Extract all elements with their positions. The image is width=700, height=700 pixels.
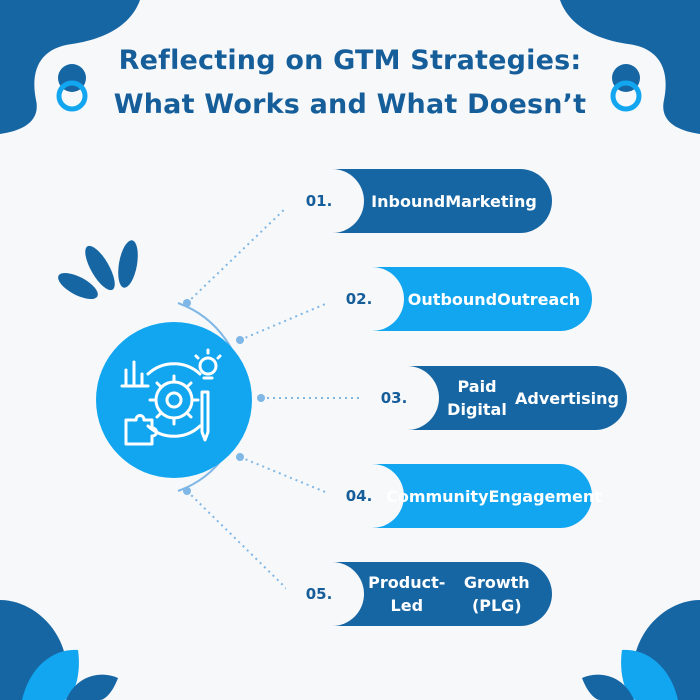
connector-line-4 [239,456,331,495]
bottom-left-leaves-icon [0,600,118,700]
top-right-blob [560,0,700,134]
strategy-item-5: 05. Product-Led Growth (PLG) [286,562,552,626]
strategy-item-1: 01. Inbound Marketing [286,169,552,233]
connector-dot-5 [183,487,191,495]
connector-line-5 [186,490,291,593]
item-label: Product-Led Growth (PLG) [364,562,544,626]
item-label-line1: Inbound [371,191,446,211]
bottom-right-leaves-icon [582,600,700,700]
title-line-1: Reflecting on GTM Strategies: [118,45,582,76]
connector-dot-2 [236,336,244,344]
item-label: Outbound Outreach [404,267,584,331]
item-label-line2: Advertising [515,388,619,408]
title-line-2: What Works and What Doesn’t [113,89,587,120]
item-number: 01. [305,192,333,210]
strategy-item-4: 04. Community Engagement [326,464,602,528]
item-label: Community Engagement [386,464,602,528]
item-number: 02. [345,290,373,308]
connector-line-1 [186,203,291,304]
item-number: 03. [380,389,408,407]
hub-circle [96,322,252,478]
item-label-line2: Outreach [497,289,581,309]
item-label-line2: Growth (PLG) [463,573,530,615]
connector-dot-3 [257,394,265,402]
strategy-item-3: 03. Paid Digital Advertising [361,366,627,430]
item-number: 05. [305,585,333,603]
strategy-item-2: 02. Outbound Outreach [326,267,592,331]
top-left-blob [0,0,140,134]
sparkle-icon [58,240,138,300]
item-number: 04. [345,487,373,505]
item-label: Paid Digital Advertising [439,366,619,430]
ring-right-icon [610,64,642,112]
item-label-line1: Paid Digital [447,377,507,419]
item-label-line1: Community [386,486,489,506]
connector-dot-1 [183,299,191,307]
connector-dot-4 [236,453,244,461]
item-label: Inbound Marketing [364,169,544,233]
item-label-line2: Engagement [488,486,602,506]
strategy-gear-chart-puzzle-bulb-icon [120,348,222,446]
connector-line-2 [239,301,331,341]
item-label-line1: Outbound [407,289,498,309]
item-label-line1: Product-Led [368,573,446,615]
ring-left-icon [56,64,88,112]
item-label-line2: Marketing [445,191,537,211]
